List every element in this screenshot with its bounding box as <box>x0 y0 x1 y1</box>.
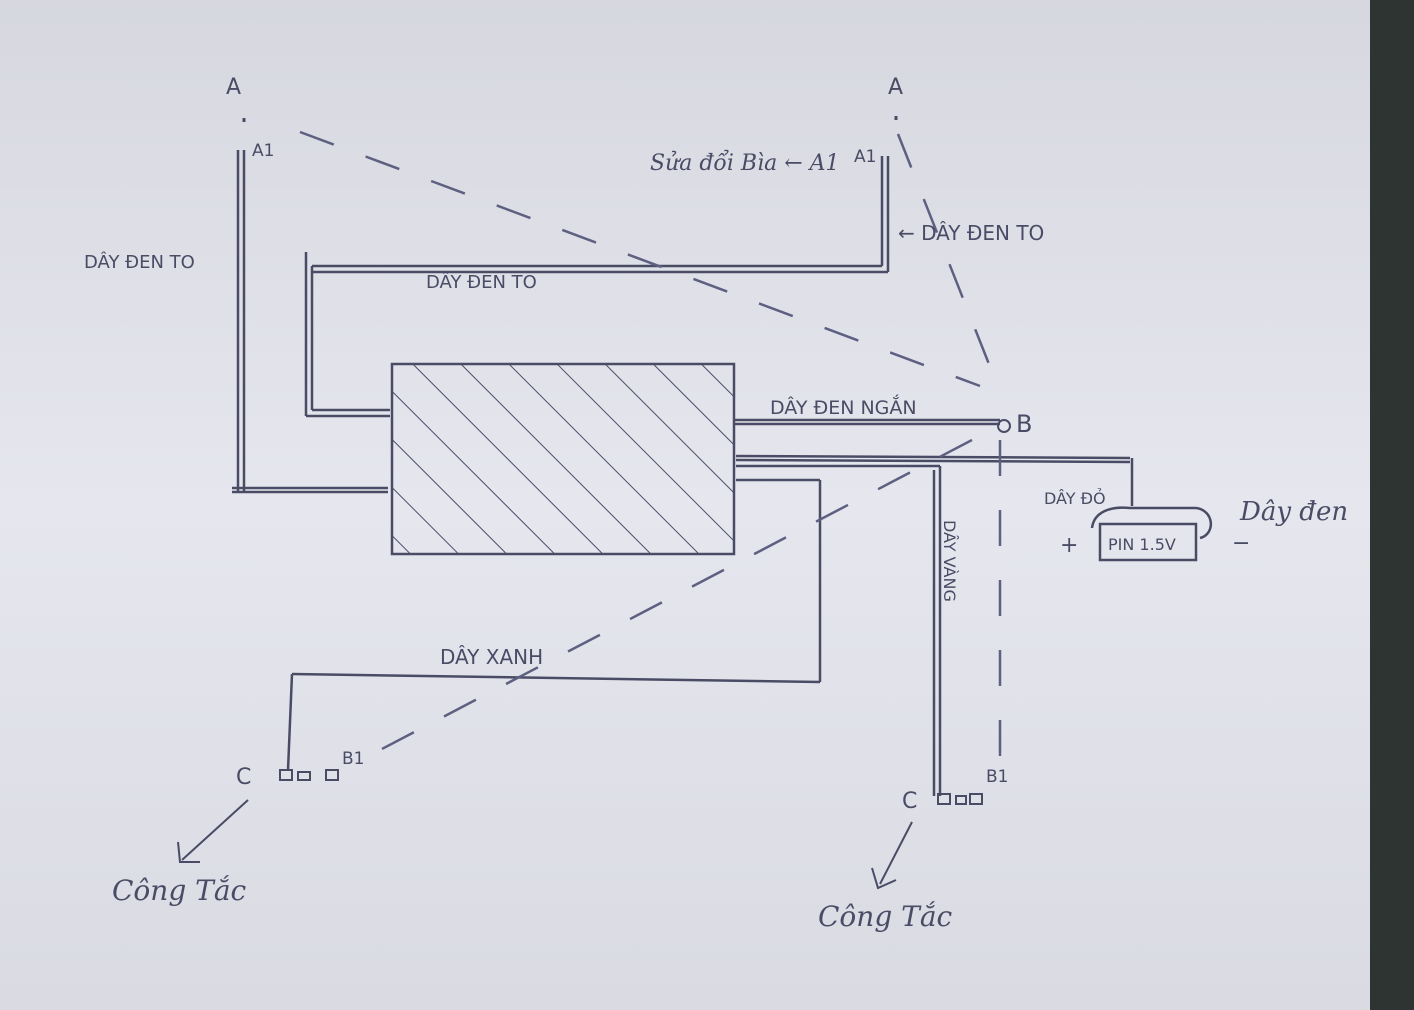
terminal-b-label: B <box>1016 410 1032 438</box>
wire-red-label: DÂY ĐỎ <box>1044 488 1106 508</box>
terminal-b1-right-label: B1 <box>986 767 1008 787</box>
battery <box>1090 506 1212 562</box>
wire-yellow-label: DÂY VÀNG <box>940 520 959 602</box>
battery-plus-label: + <box>1060 533 1078 558</box>
wire-black-thick-left-label: DÂY ĐEN TO <box>84 251 195 273</box>
switch-right-c-label: C <box>902 789 917 814</box>
point-a-right-label: A <box>888 75 903 100</box>
fix-note-label: Sửa đổi Bìa ← A1 <box>650 148 840 176</box>
wire-black-thick-right-label: ← DÂY ĐEN TO <box>898 221 1044 245</box>
switch-left-c-label: C <box>236 765 251 790</box>
wire-black-short-label: DÂY ĐEN NGẮN <box>770 393 917 419</box>
terminal-a1-left-label: A1 <box>252 141 274 161</box>
coil-box <box>390 362 736 556</box>
wire-black-short <box>734 418 1000 426</box>
wire-black-thick-top <box>304 156 890 418</box>
wire-black-thick-left <box>232 150 388 494</box>
dashed-link-top <box>299 130 1002 790</box>
wire-red <box>735 454 1134 506</box>
arrow-switch-left <box>177 799 249 863</box>
wire-green <box>286 478 822 771</box>
terminal-b-dot <box>997 419 1011 433</box>
terminal-b1-left-label: B1 <box>342 749 364 769</box>
wire-yellow <box>736 464 942 796</box>
switch-left-caption: Công Tắc <box>112 874 247 907</box>
wire-black-thick-top-label: DÂY ĐEN TO <box>426 271 537 293</box>
battery-label: PIN 1.5V <box>1108 535 1176 554</box>
battery-minus-label: − <box>1232 531 1250 556</box>
wire-green-label: DÂY XANH <box>440 645 543 669</box>
switch-right <box>937 793 983 805</box>
table-background <box>1368 0 1414 1010</box>
point-a-left-label: A <box>226 75 241 100</box>
switch-left <box>279 769 339 781</box>
wire-black-label: Dây đen <box>1239 497 1348 527</box>
switch-right-caption: Công Tắc <box>818 900 953 933</box>
terminal-a1-right-label: A1 <box>854 147 876 167</box>
arrow-switch-right <box>871 821 913 890</box>
